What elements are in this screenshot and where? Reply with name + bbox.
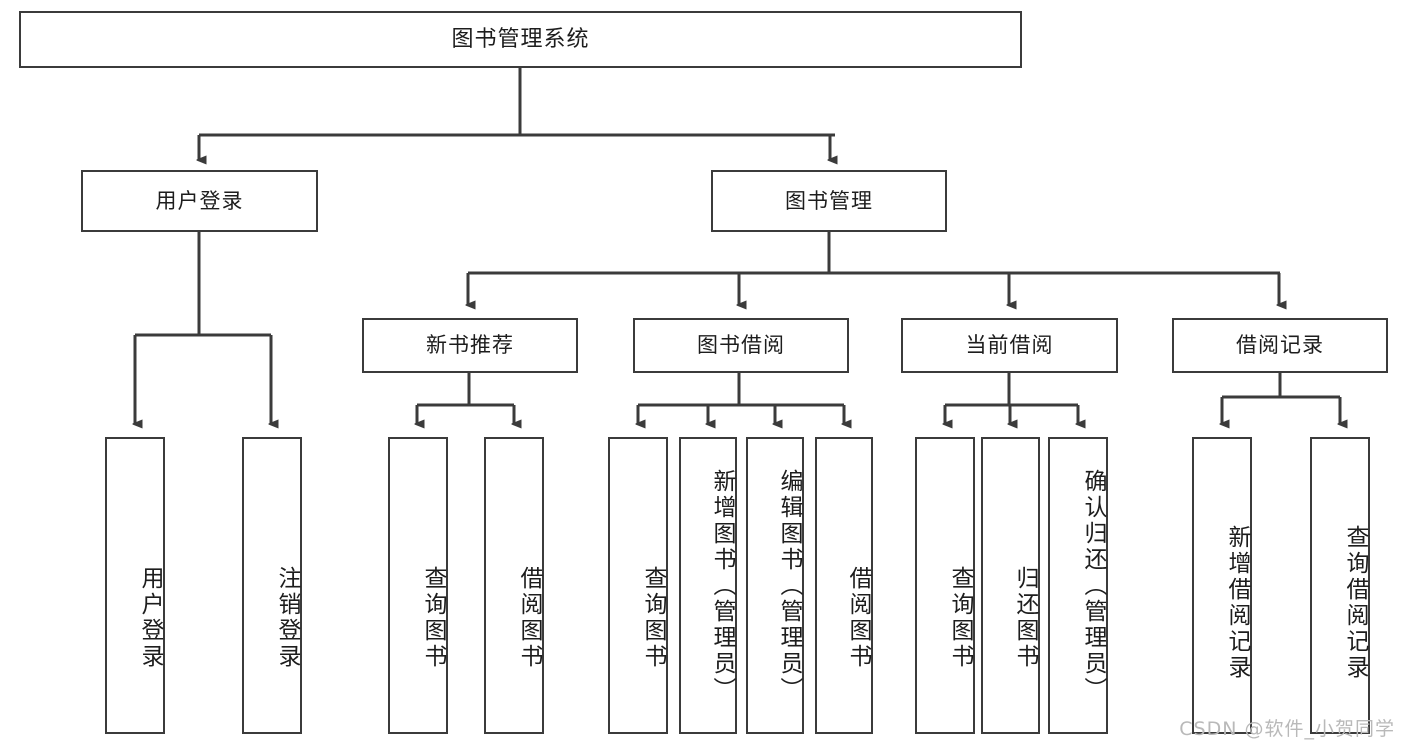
node-label: 新书推荐 <box>426 333 514 358</box>
node-label: 借阅图书 <box>516 565 542 670</box>
leaf-new-book-query-books[interactable]: 查询图书 <box>388 437 448 734</box>
node-label: 查询图书 <box>947 565 973 670</box>
leaf-borrow-record-query-record[interactable]: 查询借阅记录 <box>1310 437 1370 734</box>
node-label: 查询借阅记录 <box>1342 524 1368 681</box>
node-current-borrow[interactable]: 当前借阅 <box>901 318 1118 373</box>
node-label: 编辑图书（管理员） <box>776 468 802 703</box>
leaf-book-borrow-edit-book-admin[interactable]: 编辑图书（管理员） <box>746 437 804 734</box>
node-root-book-management-system[interactable]: 图书管理系统 <box>19 11 1022 68</box>
node-label: 图书管理系统 <box>451 26 590 52</box>
node-label: 确认归还（管理员） <box>1080 468 1106 703</box>
node-label: 注销登录 <box>274 565 300 670</box>
node-label: 图书管理 <box>785 188 873 213</box>
node-label: 新增借阅记录 <box>1224 524 1250 681</box>
node-borrow-record[interactable]: 借阅记录 <box>1172 318 1388 373</box>
csdn-watermark: CSDN @软件_小贺同学 <box>1179 718 1395 740</box>
node-label: 查询图书 <box>640 565 666 670</box>
leaf-book-borrow-borrow-books[interactable]: 借阅图书 <box>815 437 873 734</box>
node-label: 归还图书 <box>1012 565 1038 670</box>
leaf-current-borrow-confirm-return-admin[interactable]: 确认归还（管理员） <box>1048 437 1108 734</box>
leaf-user-login-login[interactable]: 用户登录 <box>105 437 165 734</box>
leaf-user-login-logout[interactable]: 注销登录 <box>242 437 302 734</box>
node-label: 新增图书（管理员） <box>709 468 735 703</box>
node-label: 用户登录 <box>137 565 163 670</box>
leaf-borrow-record-add-record[interactable]: 新增借阅记录 <box>1192 437 1252 734</box>
leaf-book-borrow-query-books[interactable]: 查询图书 <box>608 437 668 734</box>
node-label: 查询图书 <box>420 565 446 670</box>
node-label: 图书借阅 <box>697 333 785 358</box>
node-label: 借阅图书 <box>845 565 871 670</box>
node-book-borrow[interactable]: 图书借阅 <box>633 318 849 373</box>
node-label: 用户登录 <box>155 188 244 213</box>
leaf-new-book-borrow-books[interactable]: 借阅图书 <box>484 437 544 734</box>
node-label: 借阅记录 <box>1236 333 1324 358</box>
leaf-current-borrow-return-books[interactable]: 归还图书 <box>981 437 1040 734</box>
node-new-book-recommend[interactable]: 新书推荐 <box>362 318 578 373</box>
node-label: 当前借阅 <box>965 333 1054 358</box>
node-book-management[interactable]: 图书管理 <box>711 170 947 232</box>
leaf-current-borrow-query-books[interactable]: 查询图书 <box>915 437 975 734</box>
leaf-book-borrow-add-book-admin[interactable]: 新增图书（管理员） <box>679 437 737 734</box>
node-user-login[interactable]: 用户登录 <box>81 170 318 232</box>
